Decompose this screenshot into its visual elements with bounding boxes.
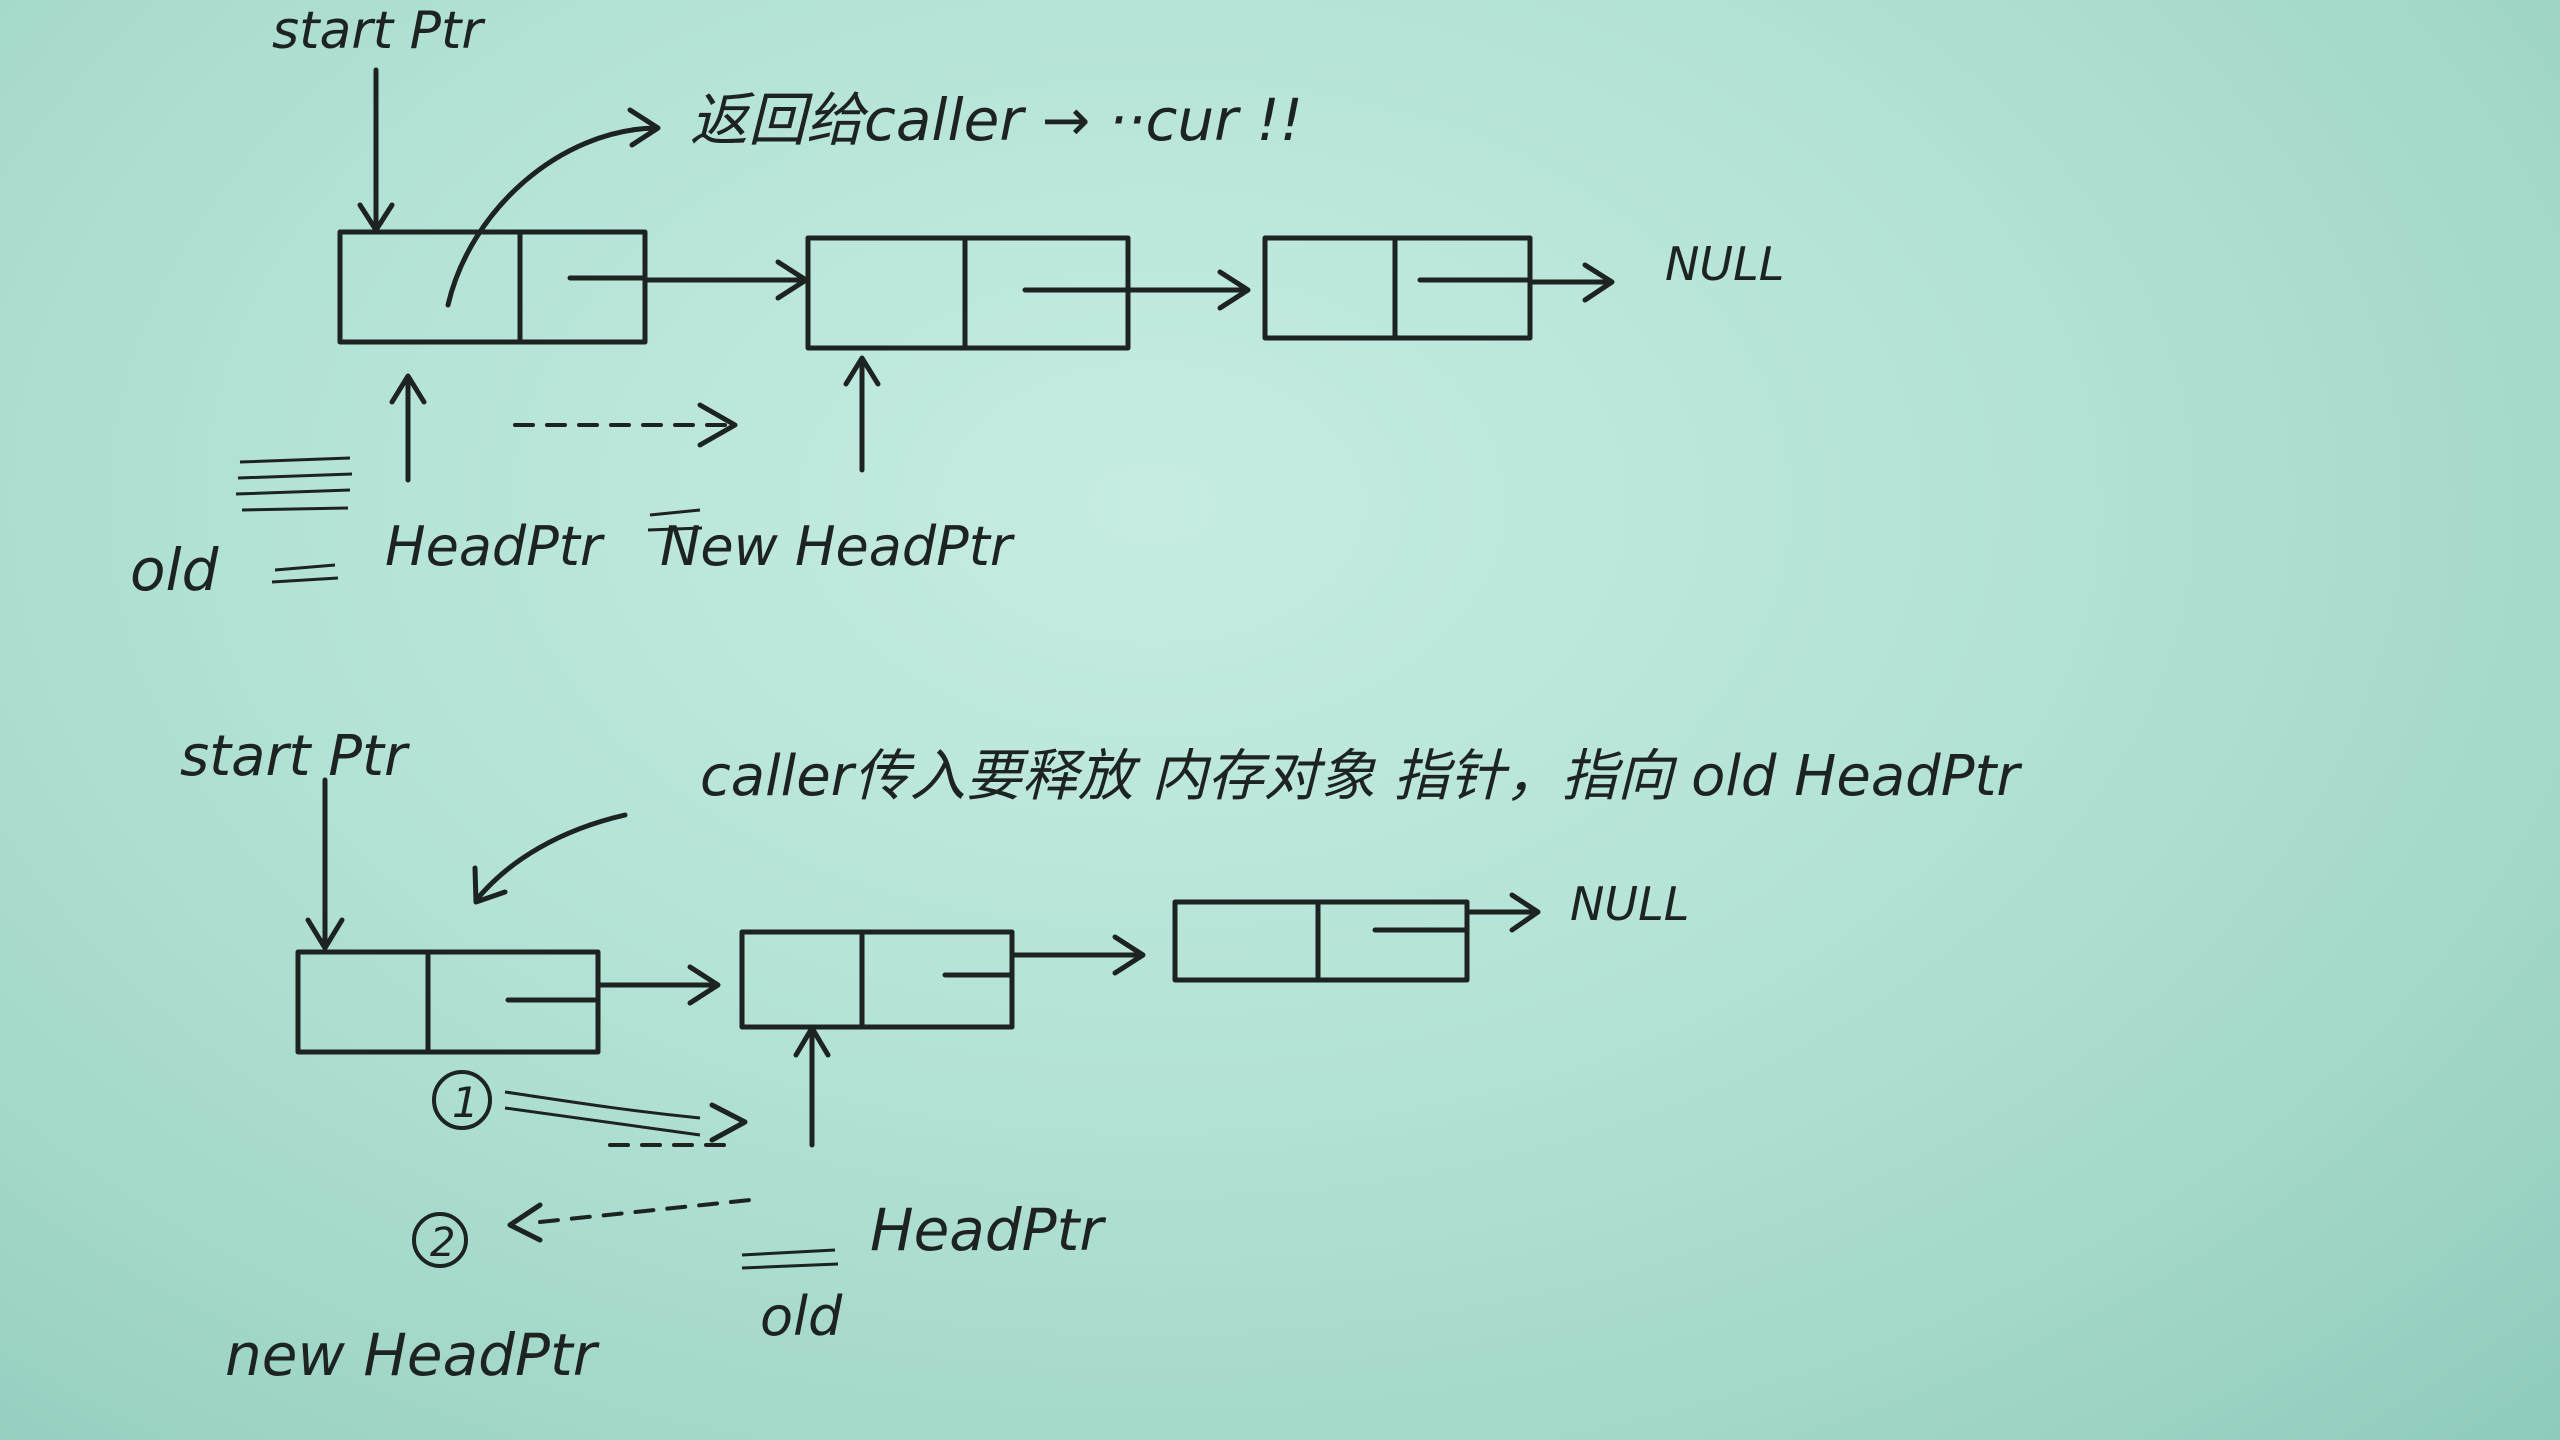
top-new-headptr-label: New HeadPtr <box>660 515 1015 578</box>
bottom-old-headptr-label: HeadPtr <box>870 1196 1106 1264</box>
top-diagram: start Ptr 返回给caller → ··cur !! NULL <box>130 1 1784 604</box>
top-link-1-2 <box>642 259 809 301</box>
bottom-link-3-null <box>1464 892 1541 933</box>
top-crossed-word-2 <box>271 563 339 584</box>
top-annotation: 返回给caller → ··cur !! <box>690 86 1303 154</box>
top-crossed-word-3 <box>647 508 703 532</box>
bottom-old-headptr-arrow <box>793 1025 831 1148</box>
top-node-3 <box>1262 235 1533 341</box>
bottom-start-ptr-label: start Ptr <box>180 724 410 789</box>
bottom-old-suffix: old <box>760 1285 843 1348</box>
bottom-link-1-2 <box>595 964 721 1006</box>
top-node-2 <box>805 235 1131 351</box>
top-old-prefix: old <box>130 536 220 604</box>
top-return-arrow <box>445 107 661 308</box>
bottom-crossed-word <box>741 1248 839 1270</box>
bottom-node-2 <box>739 929 1015 1030</box>
top-node-1 <box>337 229 648 345</box>
bottom-node-3 <box>1172 899 1470 983</box>
top-old-headptr-arrow <box>389 373 427 483</box>
bottom-start-ptr-arrow <box>305 777 345 951</box>
svg-text:1: 1 <box>452 1078 479 1127</box>
top-start-ptr-arrow <box>357 67 395 233</box>
bottom-step-2-arrow <box>538 1198 752 1224</box>
bottom-step-2: 2 <box>412 1212 468 1268</box>
top-old-headptr-label: HeadPtr <box>385 515 605 578</box>
svg-text:2: 2 <box>430 1220 455 1266</box>
bottom-step-1-arrow <box>504 1090 701 1137</box>
bottom-diagram: start Ptr caller传入要释放 内存对象 指针，指向 old Hea… <box>180 724 2022 1389</box>
top-new-headptr-arrow <box>843 355 881 473</box>
bottom-step-1: 1 <box>432 1070 492 1130</box>
bottom-annotation-arrow <box>472 812 628 905</box>
bottom-new-headptr-label: new HeadPtr <box>225 1321 600 1389</box>
top-null-label: NULL <box>1665 237 1784 291</box>
bottom-annotation: caller传入要释放 内存对象 指针，指向 old HeadPtr <box>700 744 2022 809</box>
bottom-node-1 <box>295 949 601 1055</box>
bottom-null-label: NULL <box>1570 877 1689 931</box>
top-crossed-word <box>235 456 353 512</box>
top-link-2-3 <box>1125 269 1251 311</box>
top-start-ptr-label: start Ptr <box>272 1 486 61</box>
bottom-link-2-3 <box>1009 934 1146 976</box>
top-link-3-null <box>1527 262 1615 303</box>
